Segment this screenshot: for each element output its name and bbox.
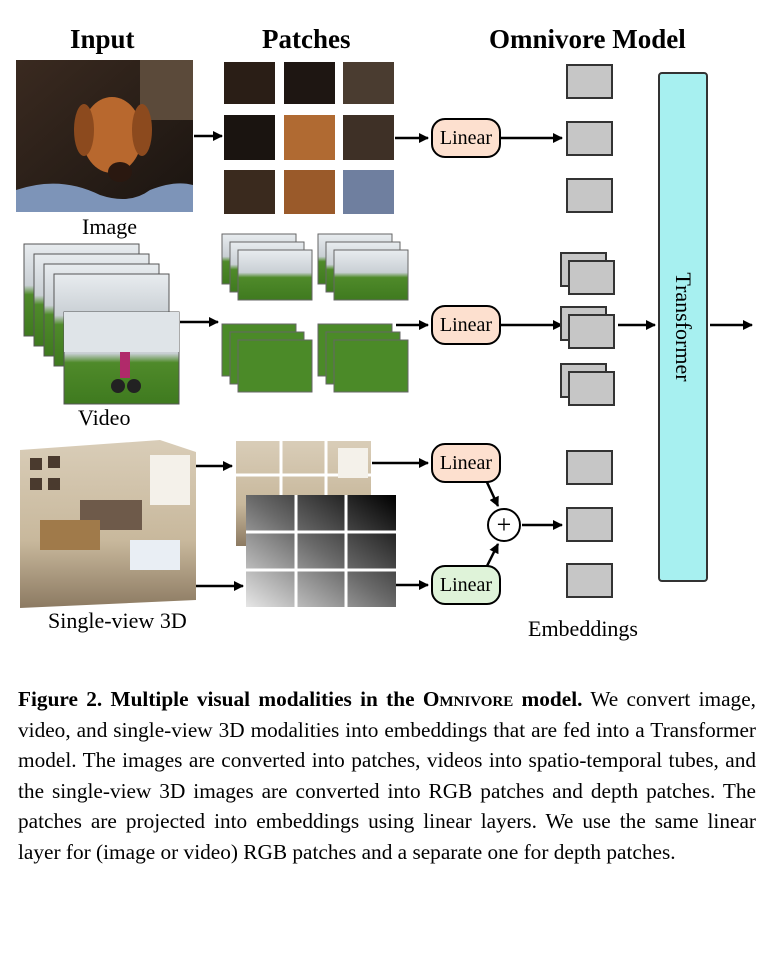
depth-patches <box>246 495 396 607</box>
caption-title-suffix: model. <box>513 687 583 711</box>
embedding-token <box>566 450 613 485</box>
embedding-token <box>566 178 613 213</box>
embedding-token <box>566 563 613 598</box>
caption-body: We convert image, video, and single-view… <box>18 687 756 864</box>
label-image: Image <box>82 214 137 239</box>
label-embeddings: Embeddings <box>528 616 638 641</box>
transformer-label: Transformer <box>671 272 696 382</box>
header-input: Input <box>70 24 135 54</box>
video-frames <box>23 243 180 405</box>
linear-layer-image: Linear <box>431 118 501 158</box>
plus-icon: + <box>487 508 521 542</box>
linear-layer-depth: Linear <box>431 565 501 605</box>
dog-image <box>16 60 193 212</box>
embedding-token <box>566 121 613 156</box>
label-single-view-3d: Single-view 3D <box>48 608 187 633</box>
video-tube-patches <box>221 233 409 393</box>
transformer-block: Transformer <box>658 72 708 582</box>
room-image <box>20 440 196 608</box>
linear-layer-rgb: Linear <box>431 443 501 483</box>
omnivore-figure: Input Patches Omnivore Model <box>16 24 753 641</box>
embedding-token <box>568 260 615 295</box>
image-patches <box>224 62 394 214</box>
header-omnivore-model: Omnivore Model <box>489 24 686 54</box>
embedding-token <box>566 507 613 542</box>
caption-title-model: Omnivore <box>422 687 514 711</box>
label-video: Video <box>78 405 131 430</box>
caption-title-prefix: Figure 2. Multiple visual modalities in … <box>18 687 423 711</box>
embedding-token <box>568 371 615 406</box>
header-patches: Patches <box>262 24 351 54</box>
figure-caption: Figure 2. Multiple visual modalities in … <box>18 684 756 867</box>
figure-illustrations <box>16 60 753 608</box>
caption-title: Figure 2. Multiple visual modalities in … <box>18 687 582 711</box>
embedding-token <box>568 314 615 349</box>
linear-layer-video: Linear <box>431 305 501 345</box>
embedding-token <box>566 64 613 99</box>
